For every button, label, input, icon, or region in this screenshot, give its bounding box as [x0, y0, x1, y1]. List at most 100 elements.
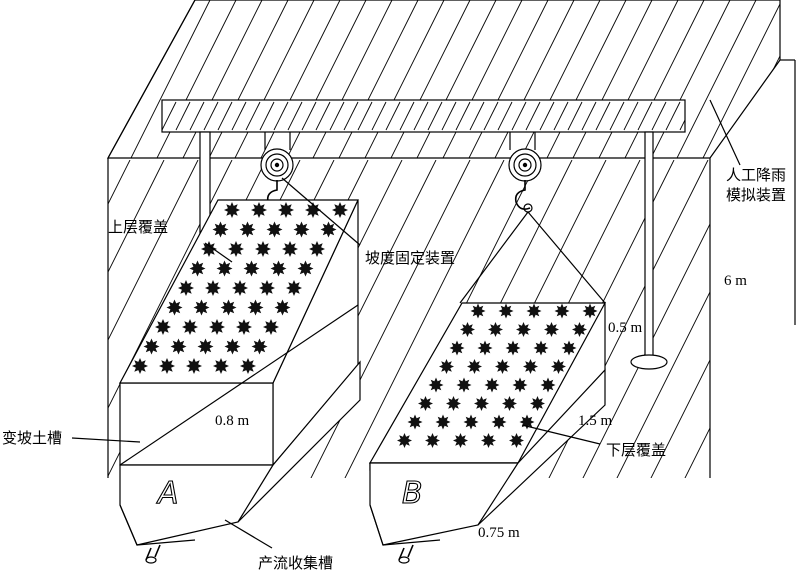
- hatch-line: [511, 101, 527, 131]
- plant-icon: [286, 280, 302, 296]
- plant-icon: [505, 340, 521, 356]
- plant-icon: [166, 299, 183, 316]
- plant-icon: [439, 359, 454, 374]
- hatch-line: [701, 0, 780, 158]
- hatch-line: [413, 101, 429, 131]
- label-rain-device-2: 模拟装置: [726, 186, 786, 204]
- rain-nozzle-post: [630, 131, 668, 370]
- plant-icon: [449, 340, 465, 356]
- hatch-line: [469, 101, 485, 131]
- plant-icon: [182, 319, 198, 335]
- plant-icon: [463, 414, 479, 430]
- plant-icon: [488, 322, 503, 337]
- plant-icon: [533, 340, 549, 356]
- plant-icon: [212, 221, 229, 238]
- hatch-line: [259, 0, 341, 158]
- plant-icon: [474, 396, 489, 411]
- hatch-line: [525, 101, 541, 131]
- plant-icon: [572, 322, 587, 337]
- hatch-line: [301, 101, 317, 131]
- hatch-line: [441, 101, 457, 131]
- hatch-line: [581, 160, 710, 478]
- plant-icon: [224, 338, 241, 355]
- plant-icon: [397, 433, 412, 448]
- hatch-line: [233, 0, 315, 158]
- plant-icon: [526, 303, 542, 319]
- hatch-line: [329, 101, 345, 131]
- hatch-line: [337, 0, 419, 158]
- hatch-line: [623, 101, 639, 131]
- hatch-line: [120, 102, 134, 130]
- plant-icon: [297, 260, 314, 277]
- hatch-line: [108, 160, 199, 478]
- hatch-line: [455, 101, 471, 131]
- hatch-line: [181, 0, 263, 158]
- label-lower-cover: 下层覆盖: [606, 441, 666, 459]
- plant-icon: [446, 396, 461, 411]
- plant-icon: [282, 241, 298, 257]
- overhead-beam: [120, 99, 686, 133]
- plant-icon: [425, 433, 440, 448]
- hatch-line: [287, 101, 303, 131]
- label-length: 1.5 m: [578, 413, 613, 429]
- plant-icon: [495, 359, 510, 374]
- hatch-line: [609, 101, 625, 131]
- plant-icon: [247, 299, 264, 316]
- hatch-line: [483, 101, 499, 131]
- plant-icon: [251, 338, 268, 355]
- plant-icon: [512, 377, 528, 393]
- plant-icon: [491, 414, 507, 430]
- plant-icon: [509, 433, 524, 448]
- hatch-line: [567, 101, 583, 131]
- plant-icon: [259, 280, 275, 296]
- hatch-line: [259, 101, 275, 131]
- plant-icon: [132, 358, 148, 374]
- hatch-line: [108, 0, 159, 158]
- plant-icon: [530, 396, 545, 411]
- hatch-line: [203, 101, 219, 131]
- label-depth: 0.8 m: [215, 413, 250, 429]
- hatch-line: [493, 0, 575, 158]
- plant-icon: [470, 303, 486, 319]
- hatch-line: [679, 118, 685, 131]
- plant-icon: [407, 414, 423, 430]
- hatch-line: [155, 0, 237, 158]
- plant-icon: [263, 319, 279, 335]
- plant-icon: [255, 241, 271, 257]
- hatch-line: [649, 160, 710, 478]
- plant-icon: [155, 319, 171, 335]
- plant-icon: [201, 241, 217, 257]
- box-b-letter: B: [402, 476, 423, 511]
- plant-icon: [477, 340, 493, 356]
- hatch-line: [385, 101, 401, 131]
- plant-icon: [428, 377, 444, 393]
- hatch-line: [545, 0, 627, 158]
- plant-icon: [320, 221, 337, 238]
- hatch-line: [441, 0, 523, 158]
- hatch-line: [683, 160, 710, 478]
- hatch-line: [129, 0, 211, 158]
- label-upper-cover: 上层覆盖: [108, 218, 168, 236]
- plant-icon: [293, 221, 310, 238]
- hatch-line: [343, 160, 505, 478]
- plant-icon: [186, 358, 202, 374]
- plant-icon: [481, 433, 496, 448]
- hatch-line: [718, 160, 800, 480]
- label-runoff-collector: 产流收集槽: [258, 554, 333, 572]
- plant-icon: [502, 396, 517, 411]
- hatch-line: [665, 101, 681, 131]
- flume-box-a: A: [118, 199, 361, 564]
- plant-icon: [278, 202, 294, 218]
- hatch-line: [651, 101, 667, 131]
- hatch-line: [357, 101, 373, 131]
- plant-icon: [523, 359, 538, 374]
- plant-icon: [178, 280, 194, 296]
- hatch-line: [189, 101, 205, 131]
- hatch-line: [175, 101, 191, 131]
- plant-icon: [309, 241, 325, 257]
- ceiling: [106, 0, 781, 159]
- hatch-line: [597, 0, 679, 158]
- plant-icon: [170, 338, 187, 355]
- plant-icon: [216, 260, 233, 277]
- plant-icon: [266, 221, 283, 238]
